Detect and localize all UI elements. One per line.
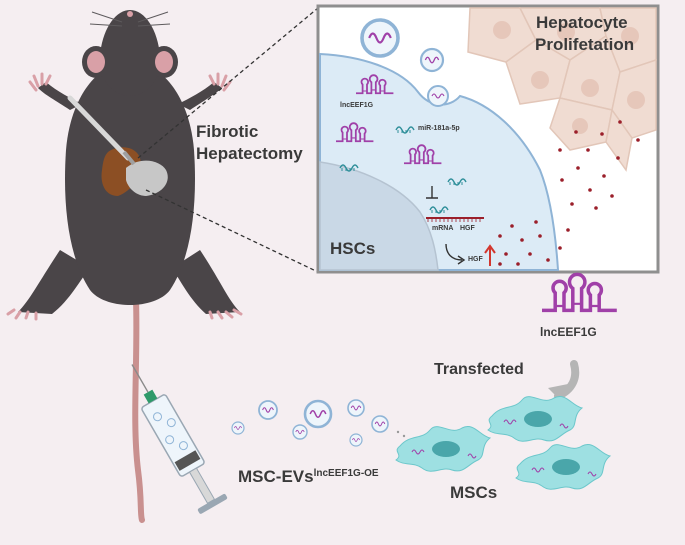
hgf-secreted-label: HGF bbox=[468, 256, 483, 263]
msc-evs-superscript: lncEEF1G-OE bbox=[313, 468, 379, 479]
lnceef1g-small-label: lncEEF1G bbox=[340, 102, 374, 109]
mscs-label: MSCs bbox=[450, 483, 498, 502]
hscs-label: HSCs bbox=[330, 239, 376, 258]
msc-cells bbox=[395, 396, 611, 490]
hepatectomy-label: Hepatectomy bbox=[196, 144, 303, 163]
proliferation-label: Prolifetation bbox=[535, 35, 635, 54]
zoom-panel bbox=[316, 4, 660, 274]
inhibition-icon bbox=[426, 186, 438, 199]
hepatocyte-label: Hepatocyte bbox=[536, 13, 628, 32]
mrna-label: mRNA bbox=[432, 225, 454, 232]
ev-stream bbox=[231, 399, 406, 447]
hgf-particles bbox=[498, 120, 640, 266]
hgf-mrna-label: HGF bbox=[460, 225, 475, 232]
connector-line-bottom bbox=[145, 189, 319, 273]
msc-evs-text: MSC-EVs bbox=[238, 467, 314, 486]
lnceef1g-label: lncEEF1G bbox=[540, 325, 597, 339]
hepatocyte-icon bbox=[467, 7, 657, 172]
hairpin-rna-icon bbox=[540, 272, 619, 313]
mouse-icon bbox=[6, 10, 243, 523]
transfected-label: Transfected bbox=[434, 361, 524, 378]
mir-181a-5p-label: miR-181a-5p bbox=[418, 125, 460, 132]
fibrotic-label: Fibrotic bbox=[196, 122, 259, 141]
msc-evs-label: MSC-EVslncEEF1G-OE bbox=[238, 468, 379, 485]
syringe-icon bbox=[131, 364, 228, 514]
